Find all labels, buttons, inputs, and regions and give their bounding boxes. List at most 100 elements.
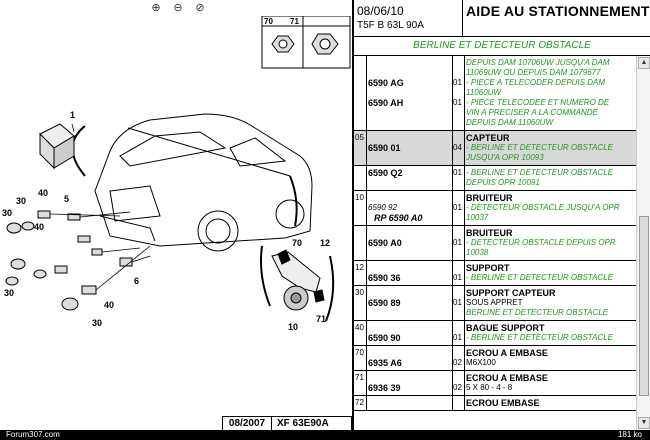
part-description: M6X100 [466, 358, 496, 367]
cell-divider [354, 396, 367, 410]
cell-divider [452, 226, 465, 260]
cell-divider [366, 396, 453, 410]
part-number[interactable]: 6590 A0 [368, 238, 402, 248]
scroll-up-icon[interactable]: ▲ [638, 57, 650, 69]
table-row[interactable]: 72 ECROU EMBASE [354, 396, 636, 411]
part-number[interactable]: 6590 AH [368, 98, 404, 108]
zoom-toolbar: ⊕ ⊖ ⊘ [0, 0, 352, 16]
page-title: AIDE AU STATIONNEMENT [466, 3, 650, 19]
callout-5: 5 [64, 194, 69, 204]
part-number[interactable]: 6590 01 [368, 143, 401, 153]
part-description: BRUITEUR [466, 228, 513, 238]
callout-12: 12 [320, 238, 330, 248]
part-description: BRUITEUR [466, 193, 513, 203]
car-illustration [71, 113, 313, 252]
part-description: - PIECE TELECODEE ET NUMERO DE [466, 98, 610, 107]
callout-40c: 40 [104, 300, 114, 310]
part-quantity: 02 [453, 358, 462, 367]
part-description: - BERLINE ET DETECTEUR OBSTACLE [466, 333, 613, 342]
fastener-box: 70 71 [261, 16, 351, 69]
cell-divider [354, 226, 367, 260]
part-number[interactable]: 6590 92 [368, 203, 397, 212]
control-module [39, 123, 75, 170]
callout-30d: 30 [92, 318, 102, 328]
part-description: CAPTEUR [466, 133, 510, 143]
cell-divider [366, 191, 453, 225]
callout-30a: 30 [16, 196, 26, 206]
table-row[interactable]: 6590 Q2 01 - BERLINE ET DETECTEUR OBSTACLE… [354, 166, 636, 191]
part-quantity: 01 [453, 333, 462, 342]
callout-10: 10 [288, 322, 298, 332]
part-quantity: 01 [453, 203, 462, 212]
part-number[interactable]: 6590 Q2 [368, 168, 403, 178]
part-number[interactable]: 6590 90 [368, 333, 401, 343]
callout-71: 71 [316, 314, 326, 324]
part-number[interactable]: 6590 89 [368, 298, 401, 308]
cell-divider [366, 226, 453, 260]
row-position: 72 [355, 398, 364, 407]
cell-divider [452, 56, 465, 130]
part-description: SUPPORT CAPTEUR [466, 288, 556, 298]
cell-divider [366, 286, 453, 320]
part-description: - BERLINE ET DETECTEUR OBSTACLE [466, 168, 613, 177]
callout-30c: 30 [4, 288, 14, 298]
part-quantity: 04 [453, 143, 462, 152]
cell-divider [354, 261, 367, 285]
cell-divider [354, 286, 367, 320]
cell-divider [366, 321, 453, 345]
part-quantity: 01 [453, 98, 462, 107]
cell-divider [366, 166, 453, 190]
part-number[interactable]: 6590 AG [368, 78, 404, 88]
drawing-ref: XF 63E90A [277, 418, 329, 429]
zoom-in-icon[interactable]: ⊕ [151, 2, 161, 14]
part-number[interactable]: RP 6590 A0 [374, 213, 423, 223]
cell-divider [354, 166, 367, 190]
pane-divider[interactable] [352, 0, 354, 430]
part-quantity: 01 [453, 78, 462, 87]
zoom-fit-icon[interactable]: ⊘ [195, 2, 205, 14]
catalog-ref: T5F B 63L 90A [357, 20, 424, 31]
callout-40a: 40 [38, 188, 48, 198]
part-description: VIN A PRECISER A LA COMMANDE [466, 108, 598, 117]
callout-40b: 40 [34, 222, 44, 232]
zoom-out-icon[interactable]: ⊖ [173, 2, 183, 14]
part-description: BERLINE ET DETECTEUR OBSTACLE [466, 308, 609, 317]
part-description: 11069UW OU DEPUIS DAM 1079677 [466, 68, 601, 77]
part-description: DEPUIS DAM 10706UW JUSQU'A DAM [466, 58, 610, 67]
row-position: 05 [355, 133, 364, 142]
part-description: 5 X 80 - 4 - 8 [466, 383, 513, 392]
cell-divider [354, 346, 367, 370]
part-number[interactable]: 6935 A6 [368, 358, 402, 368]
part-description: DEPUIS OPR 10091 [466, 178, 540, 187]
part-description: 10038 [466, 248, 489, 257]
buzzer-assembly [260, 245, 335, 322]
parts-list-pane: 08/06/10 T5F B 63L 90A AIDE AU STATIONNE… [354, 0, 650, 430]
cell-divider [452, 371, 465, 395]
part-number[interactable]: 6590 36 [368, 273, 401, 283]
part-number[interactable]: 6936 39 [368, 383, 401, 393]
part-description: - DETECTEUR OBSTACLE JUSQU'A OPR [466, 203, 620, 212]
cell-divider [354, 191, 367, 225]
callout-1: 1 [70, 110, 75, 120]
scrollbar[interactable]: ▲ ▼ [636, 56, 650, 430]
part-description: ECROU EMBASE [466, 398, 540, 408]
parts-header: 08/06/10 T5F B 63L 90A AIDE AU STATIONNE… [354, 0, 650, 37]
cell-divider [354, 371, 367, 395]
scroll-thumb[interactable] [639, 216, 649, 396]
part-description: ECROU A EMBASE [466, 348, 548, 358]
cell-divider [366, 371, 453, 395]
part-quantity: 01 [453, 168, 462, 177]
cell-divider [354, 56, 367, 130]
scroll-down-icon[interactable]: ▼ [638, 417, 650, 429]
row-position: 30 [355, 288, 364, 297]
